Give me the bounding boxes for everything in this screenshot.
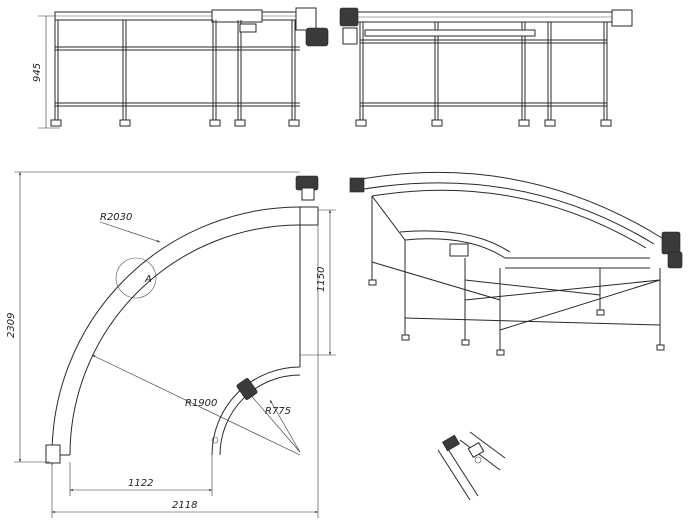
plan-view: A R2030 R1900 R775 2309 1150 1122 2118 [6, 171, 336, 518]
height-side-label: 945 [32, 63, 43, 82]
width-total-label: 2118 [172, 500, 197, 511]
radius-inner-label: R775 [265, 406, 291, 417]
radius-outer-label: R2030 [100, 212, 132, 223]
radius-mid-label: R1900 [185, 398, 217, 409]
width-inner-label: 1122 [128, 478, 153, 489]
isometric-view [349, 171, 683, 356]
side-view-left: 945 [32, 7, 329, 129]
detail-view [437, 431, 506, 501]
height-straight-label: 1150 [316, 267, 327, 292]
height-plan-label: 2309 [6, 313, 17, 338]
detail-label: A [144, 274, 152, 285]
side-view-right [339, 7, 633, 127]
